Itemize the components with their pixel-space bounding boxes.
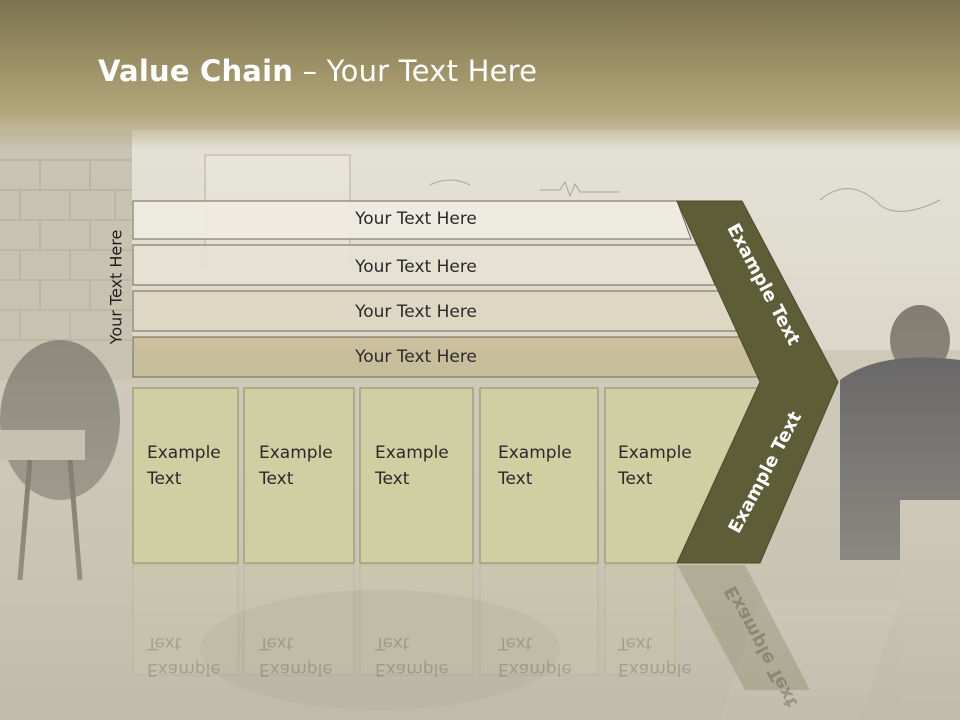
activity-reflection-5-line1: Example <box>618 659 692 679</box>
margin-chevron <box>676 200 839 564</box>
activity-text-3-line2: Text <box>375 469 410 489</box>
activity-reflection-1-line2: Text <box>147 633 182 653</box>
header-band <box>0 0 960 150</box>
activity-reflection-5-line2: Text <box>618 633 653 653</box>
activity-reflection-3-line1: Example <box>375 659 449 679</box>
activity-text-4-line1: Example <box>498 443 572 463</box>
activity-box-1 <box>132 387 239 564</box>
page-title: Value Chain – Your Text Here <box>98 54 537 88</box>
activity-box-3 <box>359 387 474 564</box>
activity-reflection-3: Example Text <box>375 630 475 682</box>
activity-reflection-2-line1: Example <box>259 659 333 679</box>
activity-reflection-3-line2: Text <box>375 633 410 653</box>
activity-reflection-4-line1: Example <box>498 659 572 679</box>
row-label-2: Your Text Here <box>355 257 477 277</box>
activity-text-2-line2: Text <box>259 469 294 489</box>
activity-reflection-1: Example Text <box>147 630 247 682</box>
activity-reflection-4: Example Text <box>498 630 598 682</box>
row-label-4: Your Text Here <box>355 347 477 367</box>
activity-reflection-4-line2: Text <box>498 633 533 653</box>
title-bold: Value Chain <box>98 54 294 88</box>
row-label-3: Your Text Here <box>355 302 477 322</box>
activity-text-4-line2: Text <box>498 469 533 489</box>
activity-reflection-2: Example Text <box>259 630 359 682</box>
activity-text-1-line2: Text <box>147 469 182 489</box>
activity-text-3-line1: Example <box>375 443 449 463</box>
activity-box-2 <box>243 387 355 564</box>
activity-reflection-2-line2: Text <box>259 633 294 653</box>
row-label-1: Your Text Here <box>355 209 477 229</box>
row-shape-1 <box>132 200 692 240</box>
title-rest: – Your Text Here <box>293 54 538 88</box>
activity-text-2-line1: Example <box>259 443 333 463</box>
activity-text-5-line2: Text <box>618 469 653 489</box>
activity-text-1-line1: Example <box>147 443 221 463</box>
activity-box-4 <box>479 387 599 564</box>
activity-text-5-line1: Example <box>618 443 692 463</box>
activity-reflection-1-line1: Example <box>147 659 221 679</box>
margin-chevron-reflection <box>677 565 810 690</box>
activity-reflection-5: Example Text <box>618 630 718 682</box>
